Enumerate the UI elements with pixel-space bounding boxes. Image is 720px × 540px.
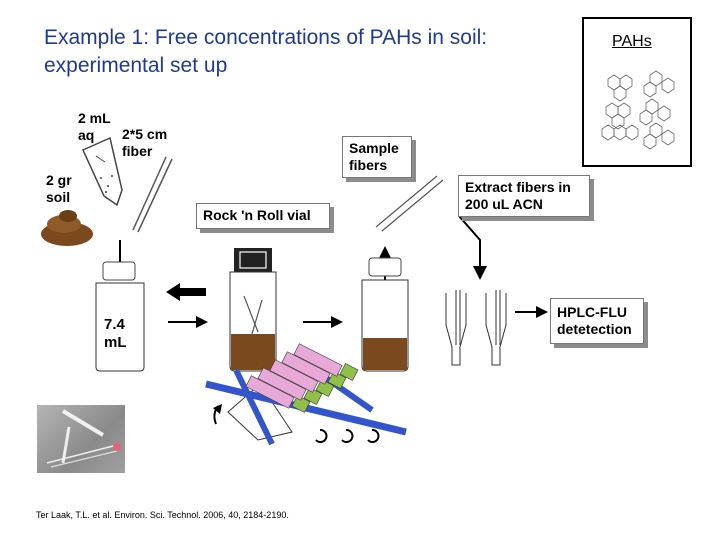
hplc-detection-box: HPLC-FLU detetection (550, 298, 644, 344)
vial-icon (361, 257, 409, 372)
pah-molecule-structures (601, 70, 675, 150)
right-arrow-icon (515, 306, 548, 318)
fiber-holder-image (46, 409, 121, 468)
pahs-label: PAHs (612, 33, 652, 50)
fiber-photo (37, 405, 125, 473)
right-arrow-icon (168, 316, 208, 328)
aq-label: 2 mL aq (78, 110, 111, 143)
rock-roll-vial-icon (229, 248, 277, 372)
hplc-insert-vials-icon (445, 290, 507, 366)
sample-fibers-box: Sample fibers (342, 136, 412, 178)
extract-fibers-box: Extract fibers in 200 uL ACN (458, 175, 590, 217)
soil-label: 2 gr soil (46, 172, 72, 205)
title-line-2: experimental set up (44, 54, 228, 77)
aqueous-pipette-icon (82, 136, 123, 207)
soil-pile-icon (41, 210, 93, 246)
vial-icon (95, 261, 145, 372)
return-arrow-icon (166, 283, 206, 301)
pahs-structures-panel: PAHs (582, 17, 692, 167)
rock-roll-vial-box: Rock 'n Roll vial (196, 203, 330, 229)
right-arrow-icon (303, 316, 343, 328)
roller-apparatus-icon (205, 343, 407, 446)
sampled-fibers-icon (375, 175, 444, 232)
title-line-1: Example 1: Free concentrations of PAHs i… (44, 26, 488, 49)
fiber-label: 2*5 cm fiber (122, 126, 168, 159)
citation: Ter Laak, T.L. et al. Environ. Sci. Tech… (36, 510, 289, 520)
down-arrow-icon (458, 215, 487, 280)
fiber-icon (132, 156, 173, 233)
volume-label: 7.4 mL (104, 316, 127, 351)
slide-title: Example 1: Free concentrations of PAHs i… (44, 24, 584, 80)
